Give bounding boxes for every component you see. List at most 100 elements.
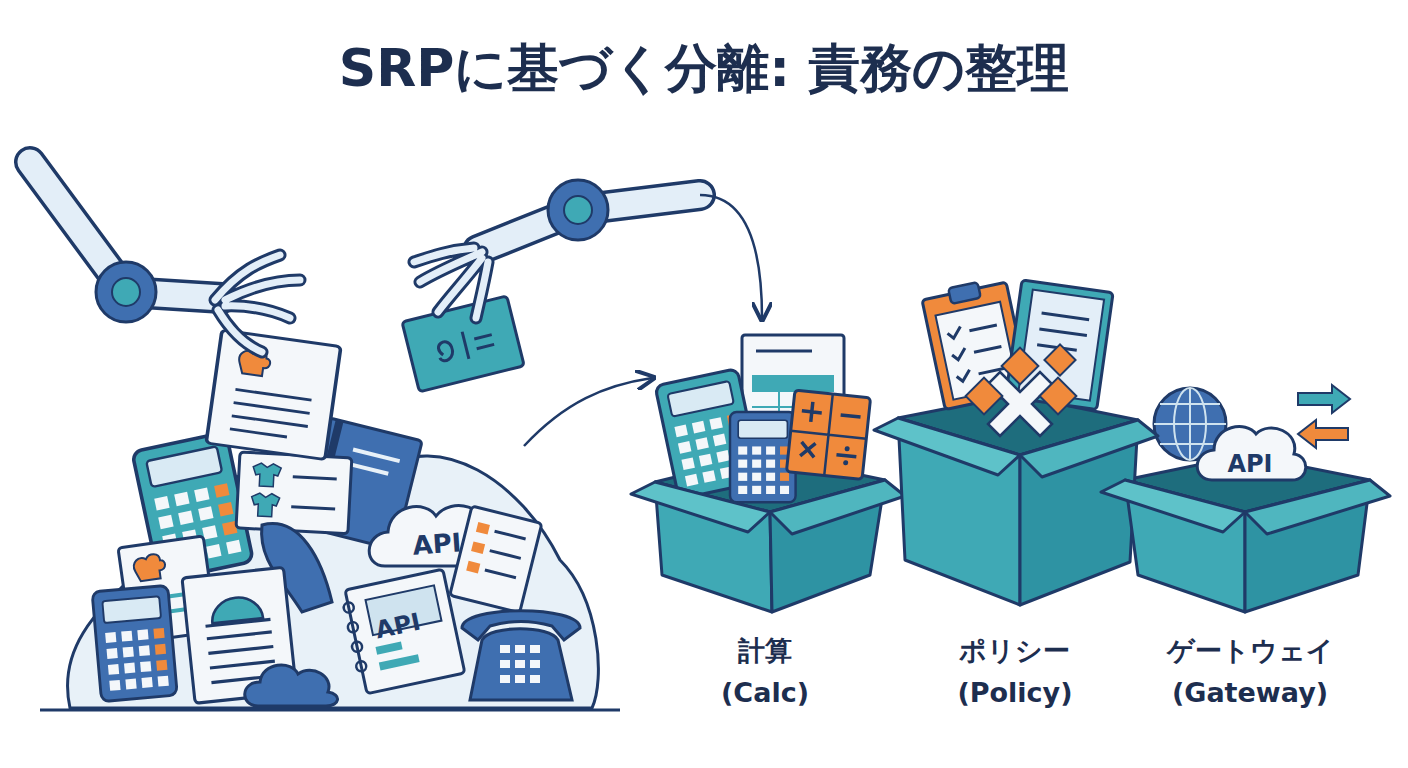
item-pile [379, 654, 420, 670]
api-label: API [412, 529, 463, 558]
calc-contents [730, 412, 796, 502]
telephone [470, 629, 572, 700]
gateway-contents [1298, 420, 1348, 448]
policy-contents [921, 276, 1113, 436]
gateway-contents [1197, 427, 1306, 480]
telephone [530, 645, 540, 653]
diagram-title: SRPに基づく分離: 責務の整理 [0, 40, 1408, 97]
robot-arm [414, 248, 488, 318]
robot-arm [435, 325, 496, 366]
item-pile [347, 621, 359, 633]
carton-box [1101, 480, 1390, 612]
robot-arm [30, 162, 341, 460]
item-pile [40, 709, 620, 712]
api-label: API [1227, 452, 1272, 476]
robot-arm [548, 180, 608, 240]
calc-contents [786, 390, 870, 479]
policy-contents [1002, 348, 1039, 385]
calc-contents [843, 460, 848, 465]
item-pile [291, 507, 335, 509]
box-flap [874, 418, 1020, 475]
item-pile [92, 585, 177, 701]
item-pile [245, 665, 338, 706]
telephone [530, 675, 540, 683]
telephone [530, 660, 540, 668]
policy-contents [1040, 378, 1077, 415]
carton-box [631, 480, 905, 612]
item-pile [466, 561, 480, 574]
box-label: 計算 (Calc) [721, 630, 809, 714]
item-pile [236, 452, 352, 534]
box-label: ゲートウェイ (Gateway) [1167, 630, 1334, 714]
robot-arm [564, 196, 592, 224]
item-pile [476, 522, 490, 535]
box-flap [1101, 480, 1245, 532]
policy-contents [969, 325, 1006, 374]
telephone [500, 645, 510, 653]
box-caption: ポリシー (Policy) [885, 630, 1145, 714]
robot-arm [402, 296, 524, 392]
box-flap [631, 482, 770, 532]
box-flap [770, 480, 905, 534]
api-label: API [373, 610, 422, 643]
policy-contents [1037, 313, 1089, 351]
item-pile [206, 619, 271, 626]
category-box: 計算 (Calc) [630, 380, 900, 710]
robot-arm [206, 330, 341, 460]
item-pile [495, 531, 526, 539]
calc-contents [655, 335, 871, 502]
item-pile [345, 569, 465, 693]
item-pile [343, 602, 355, 614]
robot-arm [96, 262, 156, 322]
gateway-contents [1298, 385, 1350, 413]
policy-contents [966, 378, 1003, 415]
telephone [515, 660, 525, 668]
category-box: ポリシー (Policy) [885, 380, 1145, 710]
telephone [500, 675, 510, 683]
box-caption: ゲートウェイ (Gateway) [1115, 630, 1385, 714]
item-pile [351, 641, 363, 653]
calc-contents [786, 390, 870, 479]
item-pile [490, 551, 521, 559]
policy-contents [947, 327, 972, 383]
robot-arm [206, 330, 341, 460]
flow-arrow [524, 378, 652, 446]
calc-contents [797, 401, 861, 462]
calc-contents [844, 446, 849, 451]
policy-contents [948, 282, 981, 304]
item-pile [293, 477, 337, 479]
box-label: ポリシー (Policy) [957, 630, 1072, 714]
policy-contents [1044, 344, 1075, 375]
carton-box [874, 418, 1158, 605]
item-pile [450, 506, 542, 613]
box-caption: 計算 (Calc) [630, 630, 900, 714]
gateway-contents [1154, 385, 1350, 480]
calc-contents [786, 390, 870, 479]
box-flap [1245, 480, 1390, 534]
item-pile [236, 452, 352, 534]
telephone [462, 611, 580, 640]
robot-arm [402, 296, 524, 392]
flow-arrow [700, 195, 762, 318]
item-pile [251, 493, 280, 517]
item-pile [340, 569, 465, 695]
item-pile [349, 464, 388, 474]
item-pile [355, 660, 367, 672]
item-pile [252, 463, 281, 487]
telephone [515, 675, 525, 683]
box-flap [1020, 420, 1158, 477]
robot-arm [414, 248, 488, 318]
robot-arm [112, 278, 140, 306]
item-pile [40, 418, 620, 710]
item-pile [471, 541, 485, 554]
calc-contents [756, 350, 812, 353]
robot-arm [215, 255, 300, 352]
item-pile [450, 506, 542, 613]
robot-arm [215, 255, 300, 352]
item-pile [133, 553, 167, 582]
item-pile [353, 450, 400, 462]
item-pile [210, 595, 263, 623]
robot-arm [402, 180, 700, 392]
item-pile [485, 570, 516, 578]
